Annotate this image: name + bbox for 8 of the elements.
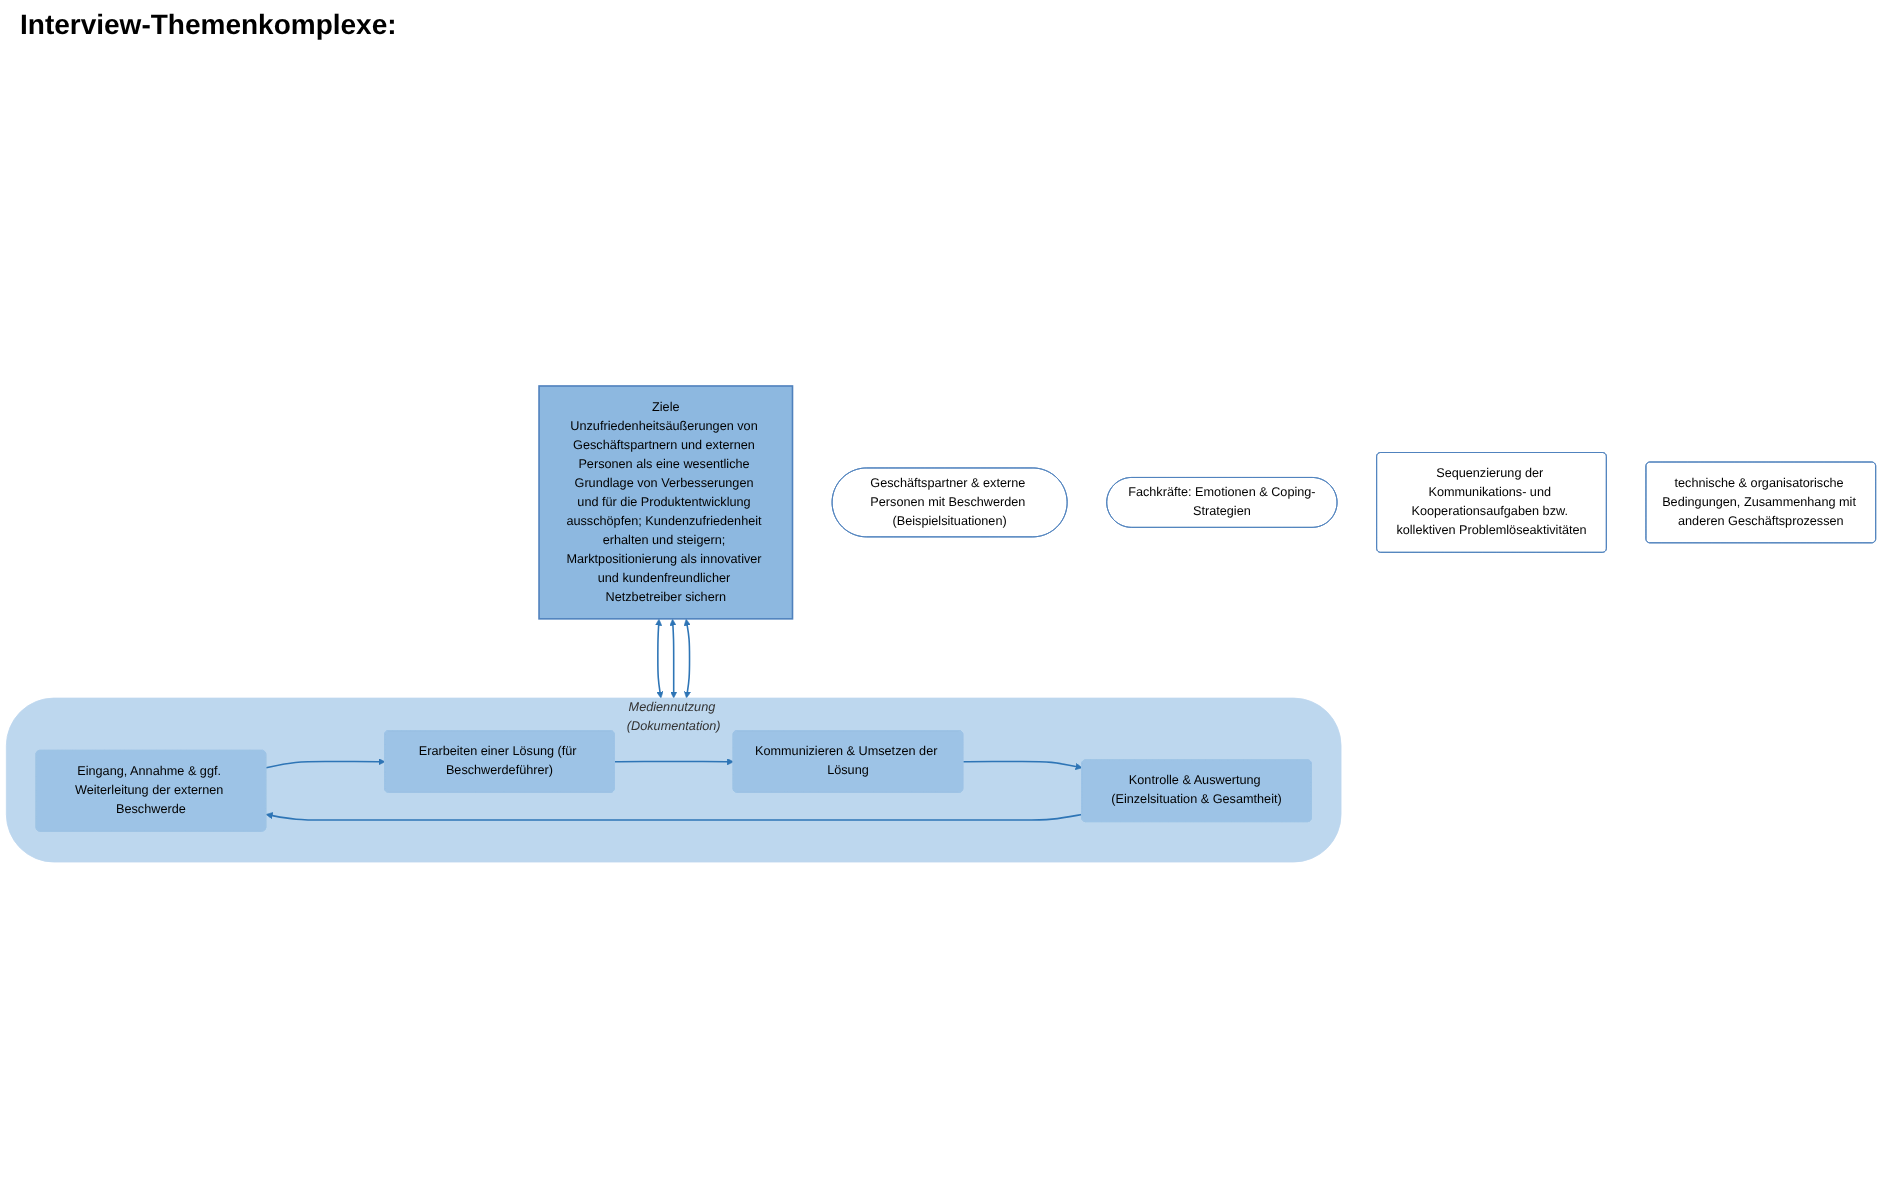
arrow	[655, 618, 664, 699]
arrow	[265, 758, 386, 769]
arrow	[265, 812, 1083, 821]
arrow	[683, 618, 691, 699]
arrow	[669, 618, 678, 699]
arrow	[613, 758, 734, 766]
section-heading: Interview-Themenkomplexe:	[20, 8, 397, 40]
arrow	[962, 760, 1083, 770]
